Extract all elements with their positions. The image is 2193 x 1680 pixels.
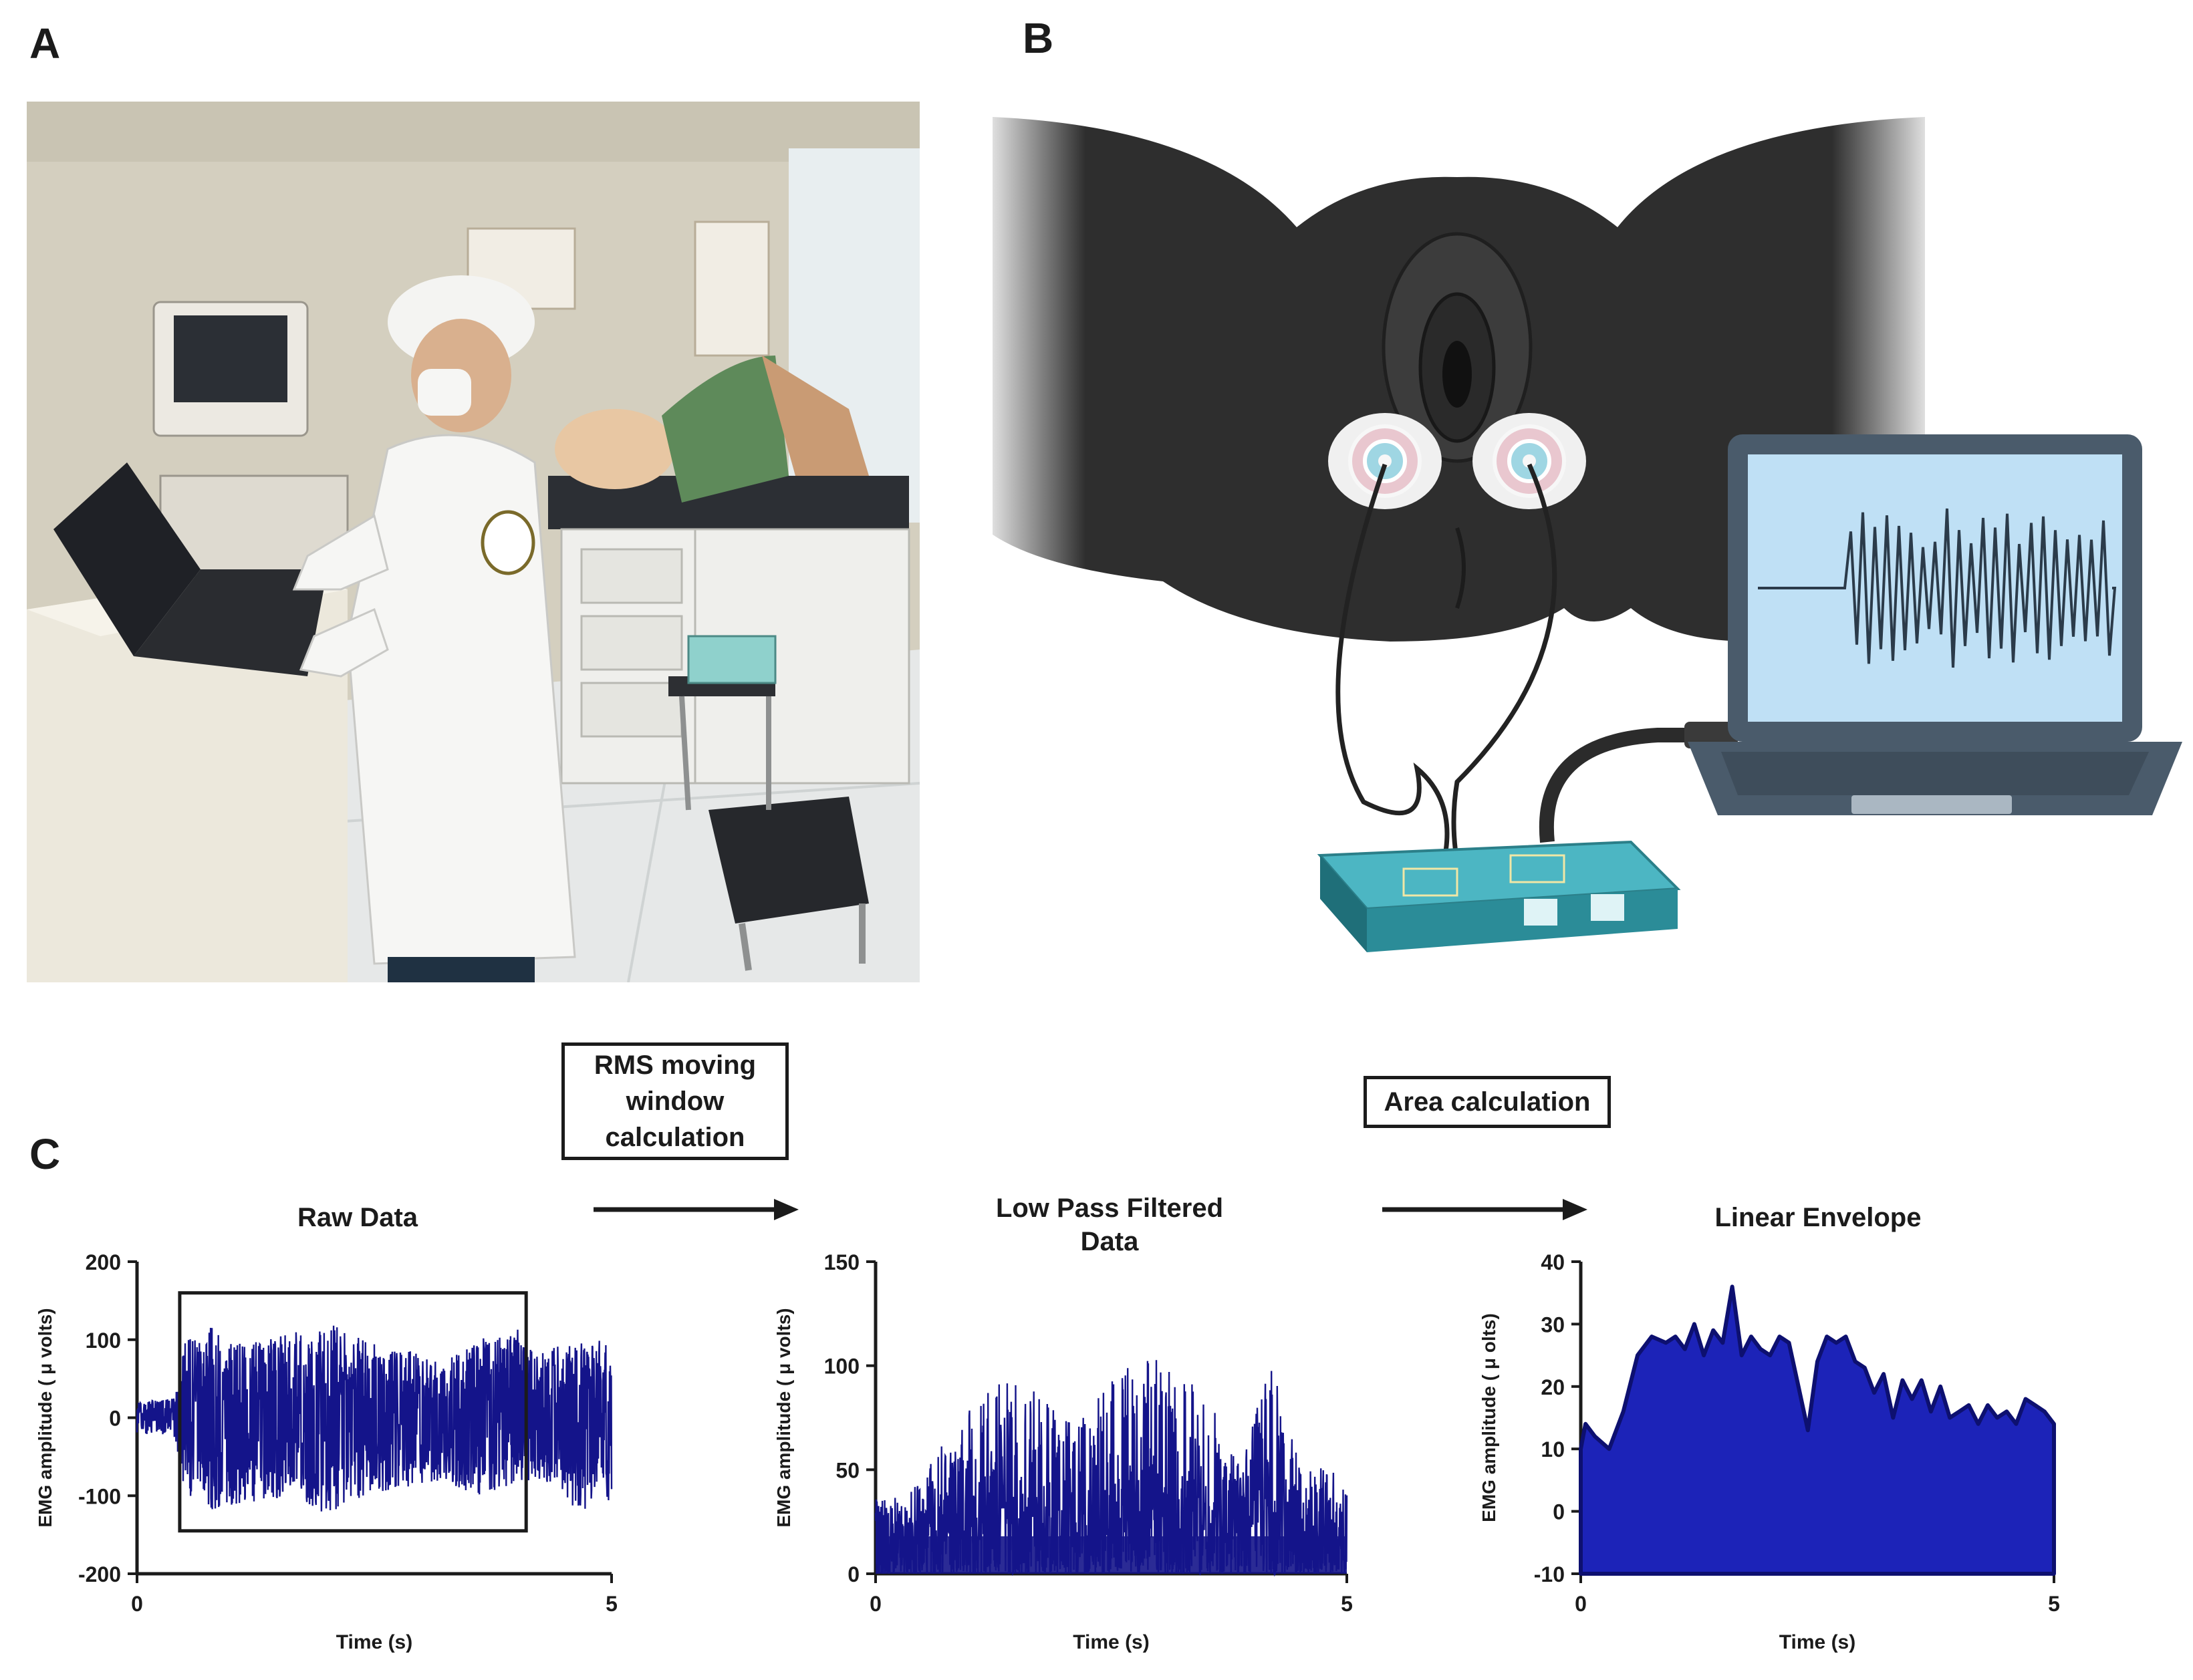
y-tick-label: 20 (1541, 1375, 1565, 1399)
y-tick-label: -10 (1534, 1562, 1565, 1586)
linear-envelope-title: Linear Envelope (1714, 1203, 1922, 1232)
y-tick-label: -100 (78, 1484, 121, 1508)
y-axis-label: EMG amplitude ( μ volts) (35, 1308, 55, 1527)
rms-window-box: RMS moving window calculation (561, 1042, 789, 1160)
y-axis-label: EMG amplitude ( μ olts) (1478, 1313, 1499, 1522)
linear-envelope-area (1579, 1284, 2056, 1576)
laptop-icon (1688, 434, 2182, 815)
y-tick-label: 150 (824, 1250, 860, 1274)
x-axis-label: Time (s) (1073, 1631, 1149, 1653)
x-tick-label: 0 (870, 1592, 882, 1616)
y-tick-label: 100 (86, 1328, 121, 1353)
y-tick-label: 0 (1553, 1500, 1565, 1524)
y-tick-label: 0 (848, 1562, 860, 1586)
electrode-setup-illustration (989, 100, 2192, 989)
arrow-rms (594, 1199, 799, 1220)
arrow-area (1382, 1199, 1587, 1220)
filtered-data-title: Low Pass Filtered Data (995, 1194, 1224, 1256)
clinical-scene-image (27, 102, 920, 982)
x-tick-label: 5 (1341, 1592, 1353, 1616)
emg-setup-diagram (993, 117, 2182, 952)
y-tick-label: 50 (835, 1458, 860, 1482)
raw-emg-series (136, 1325, 613, 1512)
x-tick-label: 0 (131, 1592, 143, 1616)
raw-data-title: Raw Data (297, 1203, 418, 1232)
panel-label-a: A (29, 19, 61, 67)
y-tick-label: 30 (1541, 1312, 1565, 1337)
x-axis-label: Time (s) (1779, 1631, 1855, 1653)
panel-label-c: C (29, 1130, 61, 1178)
emg-acquisition-board (1317, 840, 1681, 952)
area-calculation-box: Area calculation (1364, 1076, 1611, 1128)
panel-label-b: B (1023, 14, 1054, 62)
filtered-emg-baseline (876, 1536, 1347, 1574)
contraction-window-box (178, 1291, 528, 1533)
x-tick-label: 5 (2048, 1592, 2060, 1616)
electrode-left (1328, 413, 1442, 509)
y-tick-label: 10 (1541, 1437, 1565, 1461)
y-tick-label: -200 (78, 1562, 121, 1586)
y-tick-label: 0 (109, 1407, 121, 1431)
y-tick-label: 100 (824, 1355, 860, 1379)
y-tick-label: 200 (86, 1250, 121, 1274)
x-axis-label: Time (s) (336, 1631, 412, 1653)
clinical-photo (27, 102, 920, 982)
x-tick-label: 5 (606, 1592, 618, 1616)
x-tick-label: 0 (1575, 1592, 1587, 1616)
y-axis-label: EMG amplitude ( μ volts) (773, 1308, 794, 1527)
filtered-emg-series (874, 1360, 1348, 1577)
electrode-right (1472, 413, 1586, 509)
y-tick-label: 40 (1541, 1250, 1565, 1274)
